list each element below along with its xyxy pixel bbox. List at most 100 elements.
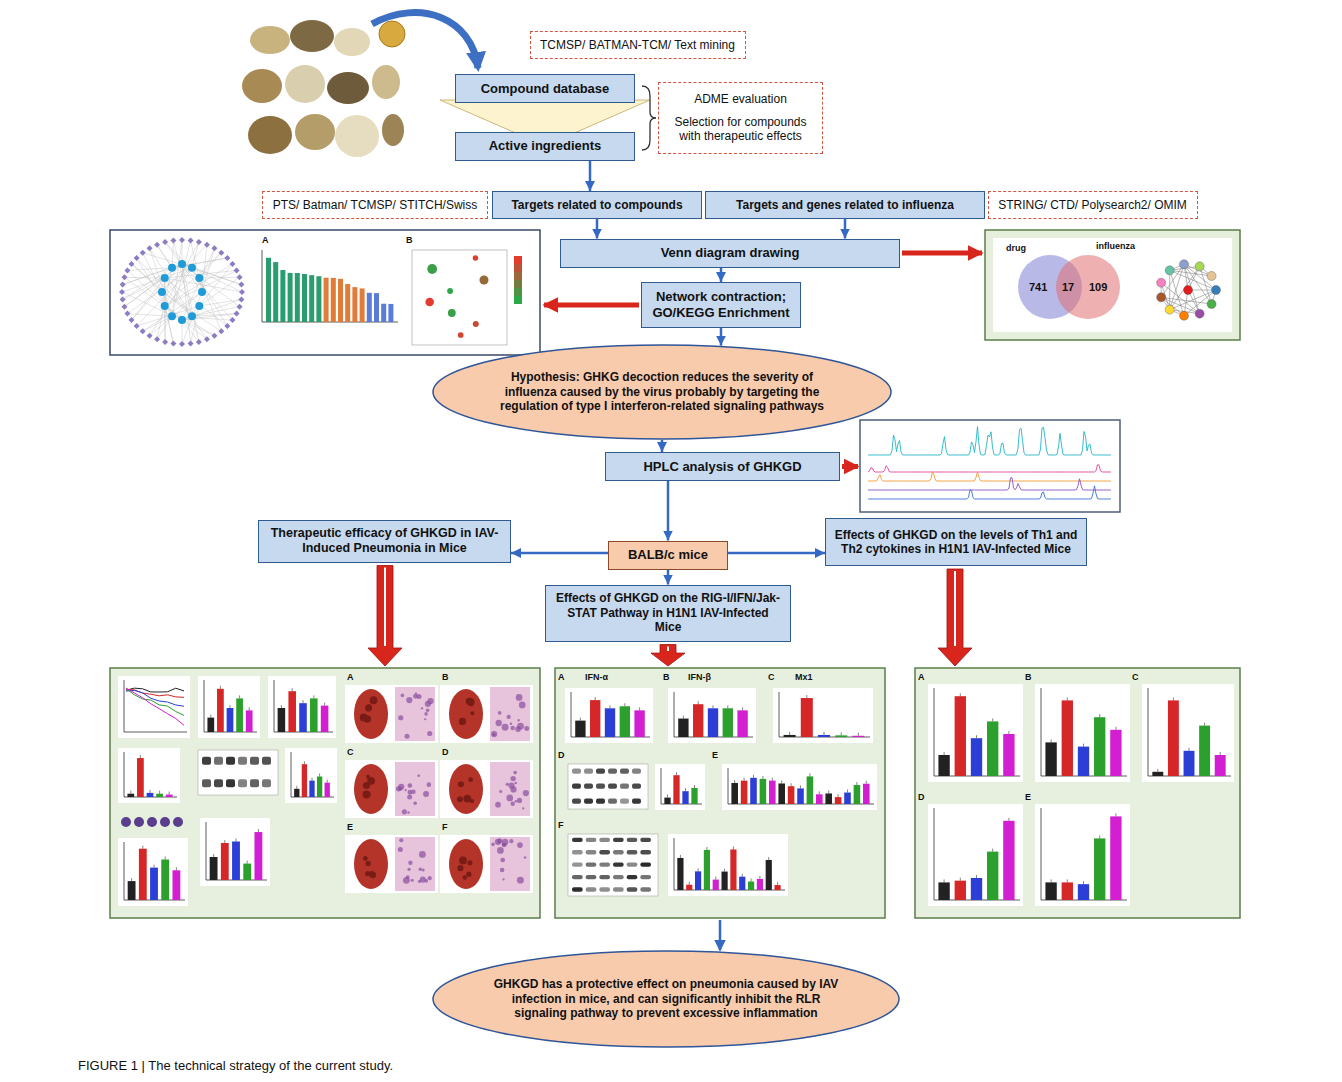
- chart-ground: [118, 676, 190, 738]
- chart-ground: [268, 676, 336, 738]
- lung-spot: [470, 711, 474, 715]
- error-bar: [742, 874, 743, 877]
- bar: [686, 885, 692, 890]
- network-node: [224, 255, 230, 261]
- network-hub: [161, 274, 169, 282]
- error-bar: [313, 695, 314, 698]
- bar-chart: [1142, 684, 1234, 782]
- bar: [310, 698, 318, 732]
- bar: [737, 710, 747, 737]
- string-link: [1161, 283, 1170, 310]
- histology-cell: [502, 724, 509, 731]
- error-bar: [1008, 818, 1009, 821]
- bar: [938, 882, 949, 900]
- lung-spot: [363, 782, 370, 789]
- histology-cell: [491, 843, 495, 847]
- herb: [290, 20, 334, 52]
- lung-spot: [369, 872, 376, 879]
- blot-band: [613, 887, 624, 891]
- network-hub: [195, 302, 203, 310]
- bar: [760, 779, 767, 804]
- panel-label: C: [1132, 672, 1139, 682]
- bar: [295, 273, 300, 322]
- panel-label: D: [918, 792, 925, 802]
- string-link: [1161, 297, 1184, 315]
- bar: [955, 696, 966, 776]
- network-link: [182, 264, 199, 342]
- network-link: [182, 299, 241, 320]
- panel-label: F: [442, 822, 448, 832]
- error-bar: [734, 780, 735, 783]
- histology-photo: [490, 837, 530, 891]
- bar-chart: [928, 804, 1023, 906]
- string-link: [1184, 290, 1216, 316]
- bubble: [448, 309, 456, 317]
- error-bar: [224, 840, 225, 843]
- blot-band: [599, 850, 610, 854]
- error-bar: [303, 700, 304, 703]
- error-bar: [806, 695, 807, 698]
- conclusion-ellipse: GHKGD has a protective effect on pneumon…: [432, 950, 900, 1048]
- error-bar: [676, 772, 677, 775]
- histology-cell: [406, 875, 410, 879]
- error-bar: [142, 846, 143, 849]
- blot-band: [640, 875, 651, 879]
- bar: [682, 791, 688, 804]
- network-link: [182, 264, 191, 343]
- blot-band: [608, 784, 617, 789]
- photo-ground: [440, 835, 533, 893]
- herb: [295, 114, 335, 150]
- plaque-dot: [173, 817, 183, 827]
- error-bar: [733, 846, 734, 849]
- network-node: [218, 250, 224, 256]
- blot-band: [572, 769, 581, 774]
- histology-cell: [492, 733, 495, 736]
- lung-spot: [367, 777, 375, 785]
- chart-ground: [773, 688, 873, 743]
- bar: [1110, 730, 1121, 776]
- network-node: [170, 340, 176, 346]
- bar: [137, 758, 144, 797]
- bubble: [427, 264, 437, 274]
- histology-cell: [424, 879, 428, 883]
- node-text: Selection for compounds with therapeutic…: [667, 115, 814, 144]
- error-bar: [683, 716, 684, 719]
- network-link: [143, 292, 202, 331]
- chart-ground: [668, 688, 756, 743]
- bar: [766, 860, 772, 890]
- chart-axis: [934, 688, 1020, 776]
- network-link: [165, 264, 233, 306]
- network-link: [192, 314, 237, 317]
- process-box: Active ingredients: [455, 132, 635, 161]
- venn-circle: [1056, 255, 1120, 319]
- herb: [372, 65, 400, 99]
- error-bar: [1173, 697, 1174, 700]
- histology-cell: [519, 702, 526, 709]
- western-blot: [568, 834, 658, 896]
- network-link: [199, 264, 232, 306]
- error-bar: [715, 877, 716, 880]
- node-text: PTS/ Batman/ TCMSP/ STITCH/Swiss: [273, 198, 477, 212]
- network-link: [172, 316, 232, 320]
- blot-band: [613, 838, 624, 842]
- histology-cell: [426, 708, 430, 712]
- network-link: [162, 245, 207, 292]
- bar: [128, 881, 136, 900]
- blot-band: [627, 875, 638, 879]
- error-bar: [800, 785, 801, 788]
- bar: [294, 789, 299, 797]
- string-node: [1157, 293, 1166, 302]
- string-link: [1170, 266, 1200, 309]
- figure-caption: FIGURE 1 | The technical strategy of the…: [78, 1058, 393, 1073]
- venn-label: influenza: [1096, 241, 1135, 251]
- network-link: [132, 264, 162, 292]
- network-node: [196, 339, 202, 345]
- error-bar: [304, 761, 305, 764]
- error-bar: [1083, 744, 1084, 747]
- bar-chart: [285, 748, 337, 803]
- bar: [801, 698, 813, 737]
- string-node: [1165, 305, 1174, 314]
- string-link: [1170, 270, 1216, 290]
- string-link: [1161, 297, 1199, 313]
- network-node: [188, 340, 194, 346]
